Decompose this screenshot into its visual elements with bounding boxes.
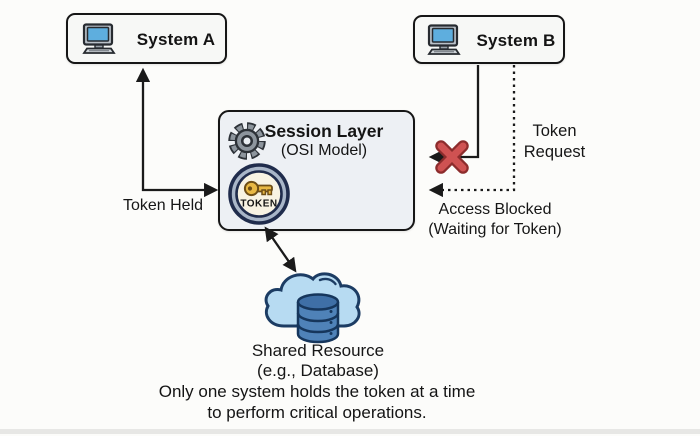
system-a-label: System A	[136, 30, 216, 49]
arrow-access-blocked	[428, 65, 516, 198]
shared-resource-label: Shared Resource (e.g., Database)	[251, 341, 385, 380]
arrow-token-held	[135, 67, 219, 198]
blocked-x-icon	[435, 140, 469, 174]
arrow-token-shared-resource	[264, 226, 297, 273]
system-b-box: System B	[413, 15, 565, 64]
session-layer-title: Session Layer (OSI Model)	[250, 121, 398, 161]
edge-label-token-request: Token Request	[523, 122, 586, 161]
token-badge: TOKEN	[228, 163, 290, 225]
edge-label-access-blocked: Access Blocked (Waiting for Token)	[428, 201, 562, 238]
cloud-icon	[264, 272, 361, 344]
database-icon	[296, 293, 340, 344]
edge-label-token-held: Token Held	[122, 197, 204, 214]
system-b-label: System B	[476, 31, 556, 50]
diagram-caption: Only one system holds the token at a tim…	[158, 382, 476, 422]
session-layer-subtitle-text: (OSI Model)	[280, 142, 368, 159]
system-a-box: System A	[66, 13, 227, 64]
bottom-edge-strip	[0, 429, 700, 434]
token-text: TOKEN	[240, 199, 277, 210]
arrow-token-request	[428, 65, 480, 165]
gear-icon	[228, 122, 266, 160]
computer-icon	[427, 24, 461, 55]
computer-icon	[82, 23, 116, 54]
session-layer-title-text: Session Layer	[264, 121, 384, 141]
key-icon	[243, 180, 273, 197]
